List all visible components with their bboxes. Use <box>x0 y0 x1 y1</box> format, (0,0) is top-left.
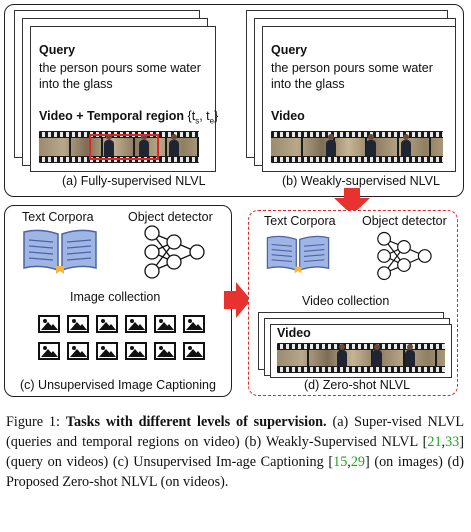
object-detector-label: Object detector <box>128 210 213 224</box>
citation-link[interactable]: 29 <box>350 454 366 470</box>
person-figure <box>104 134 114 156</box>
person-figure <box>372 344 382 366</box>
neural-network-icon <box>144 225 205 279</box>
image-icon <box>183 342 205 360</box>
image-icon <box>67 315 89 333</box>
caption-part1: (a) Super-vised NLVL (queries and tempor… <box>6 414 465 450</box>
video-filmstrip <box>39 131 199 163</box>
film-holes-bottom <box>277 367 445 372</box>
te-subscript: e <box>209 116 215 126</box>
image-icon <box>38 342 60 360</box>
video-temporal-label: Video + Temporal region {ts, te} <box>39 109 218 129</box>
panel-a-caption: (a) Fully-supervised NLVL <box>62 174 206 188</box>
film-frames <box>277 344 445 366</box>
object-detector-label: Object detector <box>362 214 447 228</box>
query-label: Query <box>39 43 76 57</box>
image-icon <box>154 342 176 360</box>
text-corpora-book-icon <box>266 235 330 274</box>
temporal-region-comma: , t <box>199 109 210 123</box>
person-figure <box>337 344 347 366</box>
image-icon <box>96 342 118 360</box>
query-text-line1: the person pours some water <box>39 61 201 75</box>
citation-separator: , <box>347 454 351 470</box>
panel-d-caption: (d) Zero-shot NLVL <box>304 378 411 392</box>
text-corpora-label: Text Corpora <box>22 210 94 224</box>
image-icon <box>125 342 147 360</box>
film-holes-top <box>271 132 443 137</box>
caption-part2: ] (query on videos) (c) Unsupervised Im-… <box>6 434 464 470</box>
figure-caption: Figure 1: Tasks with different levels of… <box>6 412 464 492</box>
person-figure <box>169 134 179 156</box>
caption-part3: ] (on images) (d) Proposed Zero-shot NLV… <box>6 454 464 490</box>
image-icon <box>67 342 89 360</box>
image-icon <box>183 315 205 333</box>
person-figure <box>401 134 411 156</box>
query-text-line1: the person pours some water <box>271 61 433 75</box>
citation-link[interactable]: 33 <box>445 434 460 450</box>
temporal-region-open: {t <box>187 109 196 123</box>
person-figure <box>405 344 415 366</box>
figure-title: Tasks with different levels of supervisi… <box>65 414 327 430</box>
neural-network-icon <box>377 231 432 281</box>
person-figure <box>326 134 336 156</box>
citation-link[interactable]: 21 <box>427 434 442 450</box>
film-frames <box>271 134 443 156</box>
film-holes-top <box>277 344 445 349</box>
person-figure <box>139 134 149 156</box>
down-arrow-icon <box>334 188 370 215</box>
image-icon <box>96 315 118 333</box>
video-filmstrip <box>271 131 443 163</box>
citation-link[interactable]: 15 <box>333 454 348 470</box>
person-figure <box>366 134 376 156</box>
panel-d-card: Video <box>270 324 452 378</box>
citation-separator: , <box>441 434 446 450</box>
image-collection-label: Image collection <box>70 290 161 304</box>
panel-b-card: Query the person pours some water into t… <box>262 26 456 172</box>
temporal-region-box <box>89 134 159 160</box>
query-text-line2: into the glass <box>39 77 113 91</box>
temporal-region-close: } <box>214 109 219 123</box>
video-label: Video <box>277 326 311 340</box>
right-arrow-icon <box>224 282 251 318</box>
query-text-line2: into the glass <box>271 77 345 91</box>
image-icon <box>125 315 147 333</box>
ts-subscript: s <box>195 116 200 126</box>
text-corpora-book-icon <box>23 229 97 274</box>
text-corpora-label: Text Corpora <box>264 214 336 228</box>
query-label: Query <box>271 43 308 57</box>
image-icon <box>154 315 176 333</box>
panel-c-caption: (c) Unsupervised Image Captioning <box>20 378 216 392</box>
panel-b-caption: (b) Weakly-supervised NLVL <box>282 174 440 188</box>
video-label: Video + Temporal region <box>39 109 185 123</box>
film-frames <box>39 134 199 156</box>
figure-number: Figure 1: <box>6 414 66 430</box>
video-label: Video <box>271 109 305 123</box>
panel-a-card: Query the person pours some water into t… <box>30 26 218 172</box>
video-collection-label: Video collection <box>302 294 390 308</box>
image-icon <box>38 315 60 333</box>
image-collection-grid <box>38 315 213 367</box>
video-filmstrip <box>277 343 445 373</box>
film-holes-bottom <box>271 157 443 162</box>
